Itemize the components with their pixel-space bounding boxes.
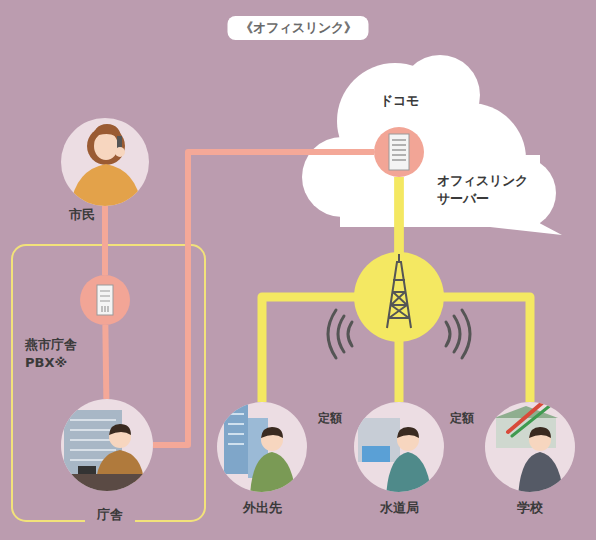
- antenna-tower: [328, 252, 470, 358]
- network-link: [102, 206, 108, 275]
- pbx-node: 燕市庁舎 PBX※: [80, 275, 130, 325]
- plan-label: 定額: [318, 410, 342, 427]
- signal-waves: [446, 310, 470, 358]
- site-node: 水道局: [354, 402, 444, 492]
- cloud-node: ドコモオフィスリンク サーバー: [300, 55, 562, 237]
- site-node: 外出先: [217, 402, 307, 492]
- citizen-node: 市民: [61, 118, 149, 206]
- signal-waves: [328, 310, 352, 358]
- tower-lattice: [387, 254, 411, 328]
- tower-circle: [354, 252, 444, 342]
- cloud-tail: [490, 205, 562, 235]
- server-node: オフィスリンク サーバー: [374, 127, 424, 177]
- building-boundary: [12, 245, 205, 521]
- node-label: ドコモ: [359, 92, 439, 110]
- network-link: [105, 325, 106, 399]
- cloud-shape: [300, 55, 562, 237]
- node-label: 水道局: [369, 499, 429, 517]
- plan-label: 定額: [450, 410, 474, 427]
- diagram-title: 《オフィスリンク》: [228, 16, 369, 40]
- node-label: 学校: [500, 499, 560, 517]
- site-node: 学校: [485, 402, 575, 492]
- node-label: 外出先: [232, 499, 292, 517]
- node-label: 市民: [52, 206, 112, 224]
- node-label: 庁舎: [85, 506, 135, 524]
- node-label: 燕市庁舎 PBX※: [25, 336, 105, 371]
- cityhall-node: 庁舎: [61, 399, 153, 491]
- node-label: オフィスリンク サーバー: [437, 172, 532, 207]
